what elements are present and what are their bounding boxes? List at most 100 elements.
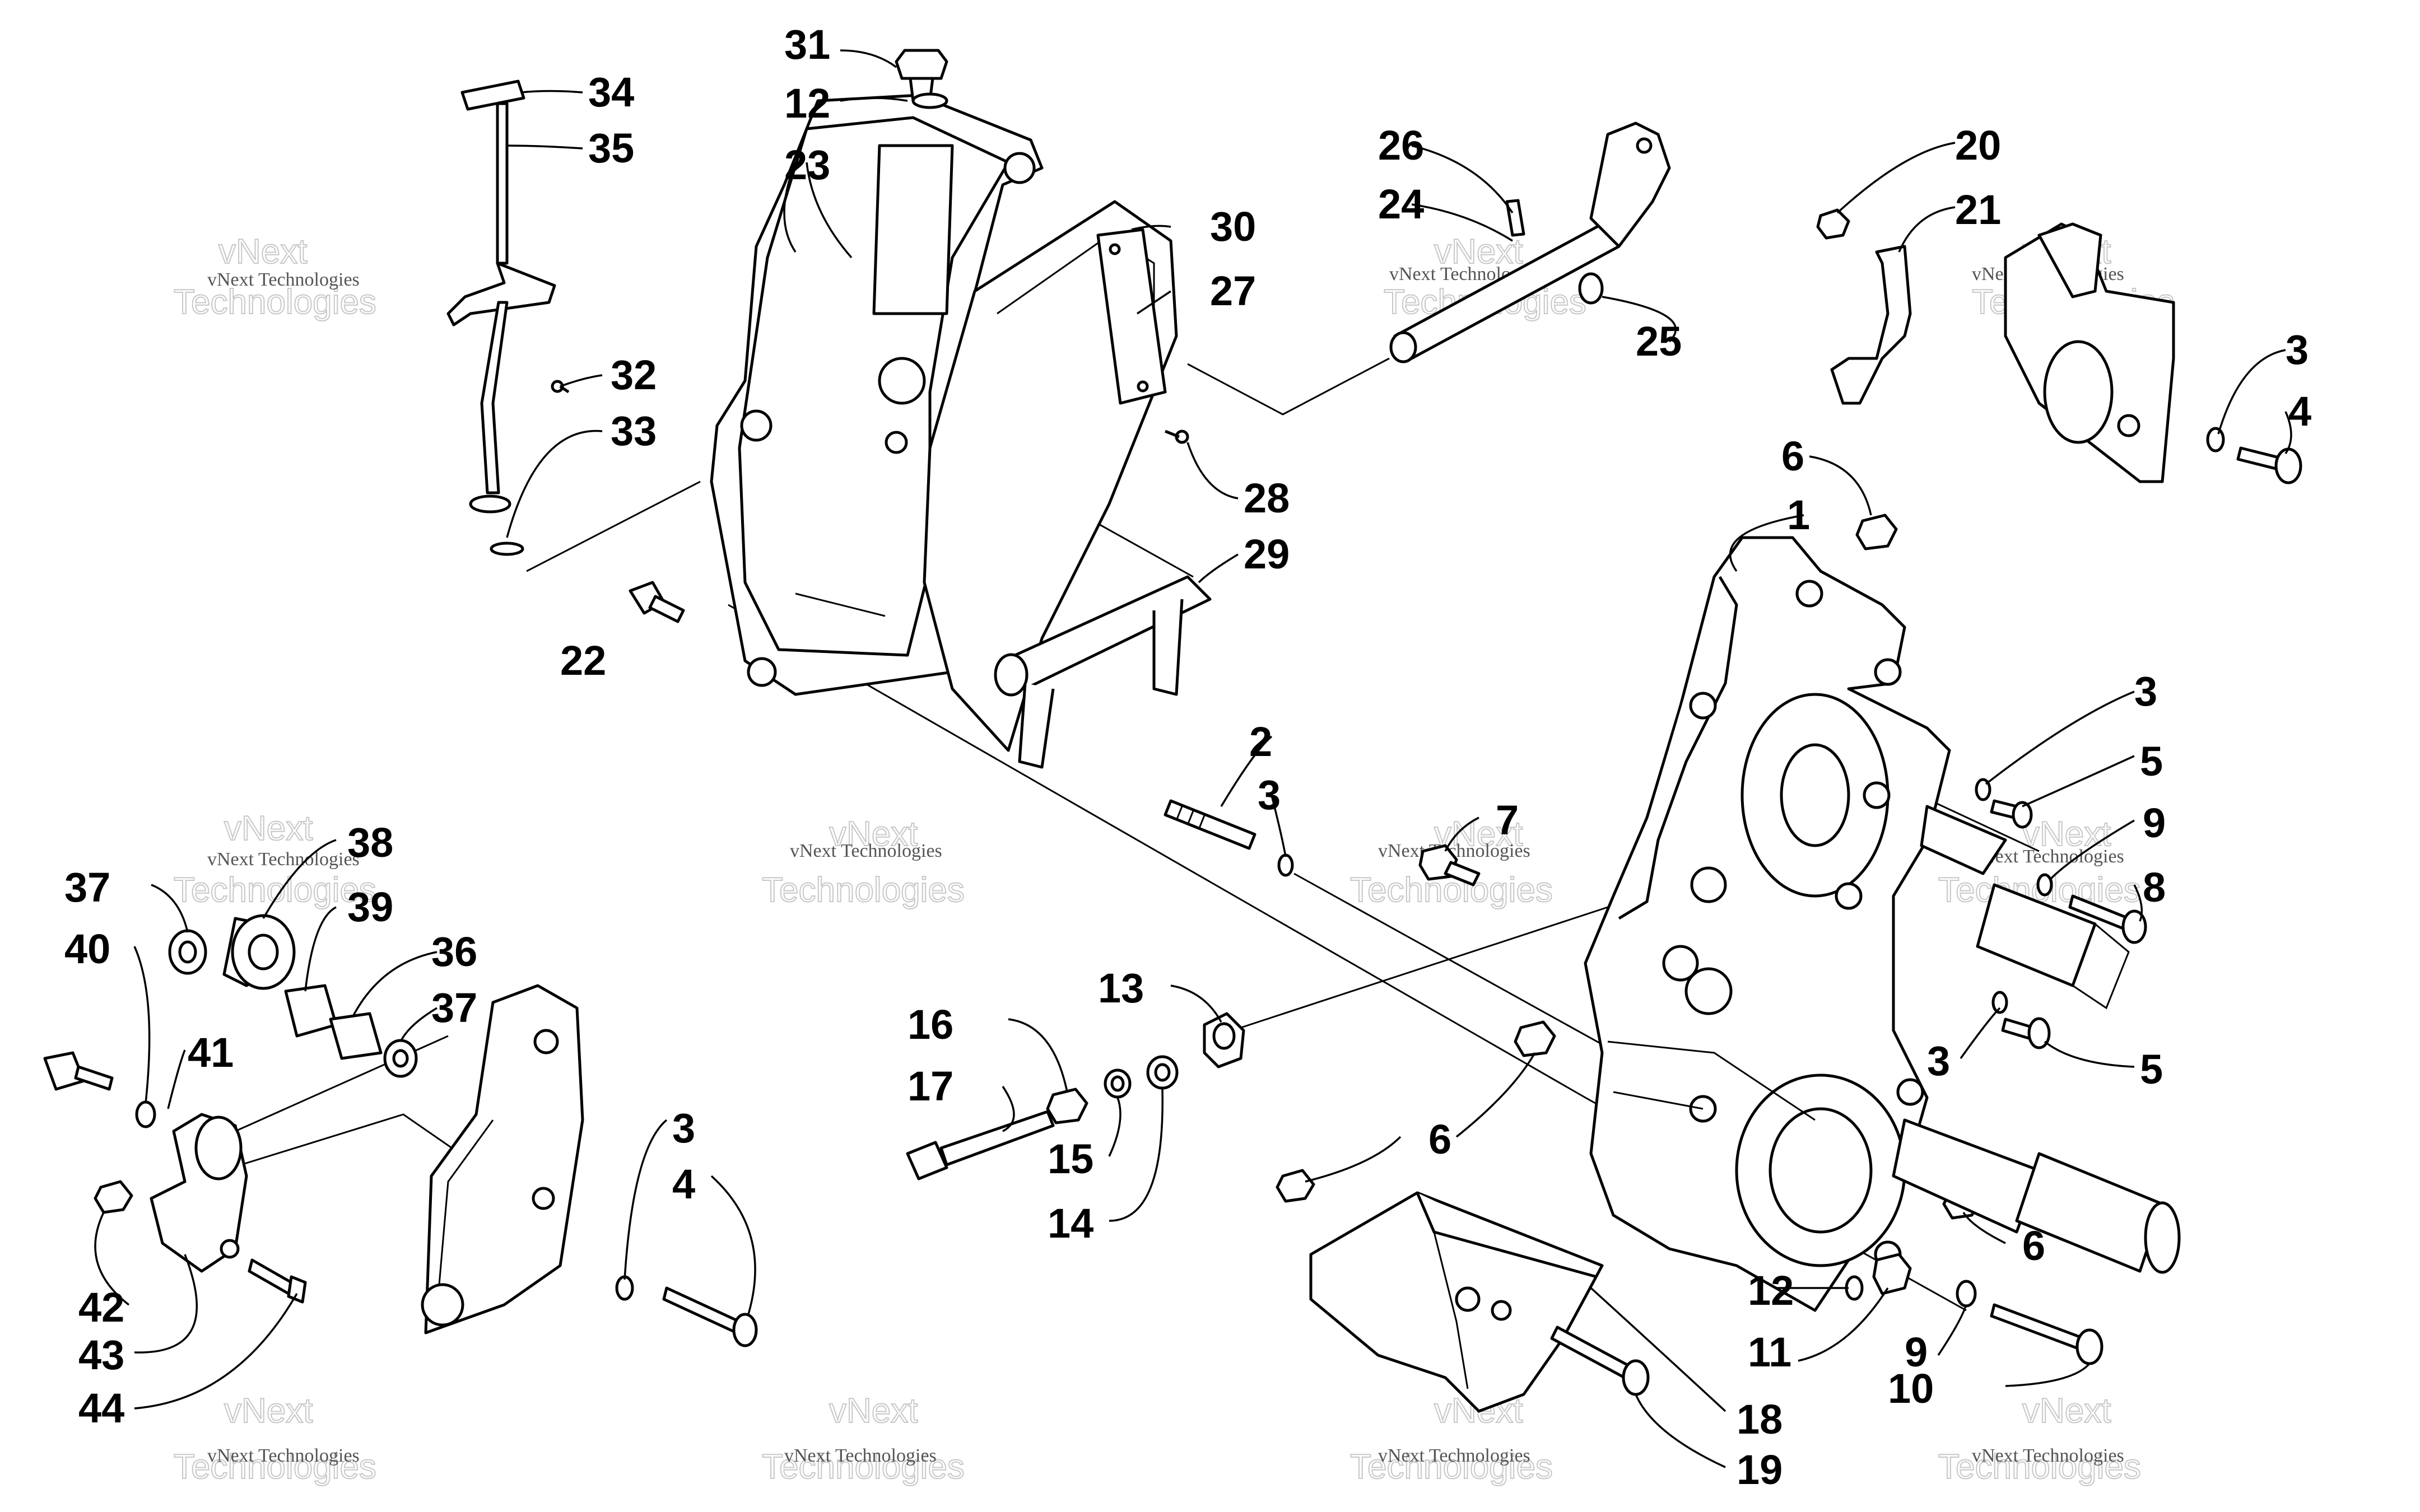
- fill-plug: [895, 49, 948, 102]
- drain-plug: [1203, 1012, 1245, 1068]
- callout-2: 2: [1249, 718, 1272, 765]
- callout-25: 25: [1636, 318, 1682, 365]
- bolt-upper-right: [1990, 799, 2033, 829]
- callout-42: 42: [78, 1284, 124, 1331]
- output-shaft-upper: [1920, 805, 2130, 1010]
- watermark-company: vNext Technologies: [790, 841, 942, 861]
- callout-37-inner: 37: [431, 984, 477, 1031]
- callout-44: 44: [78, 1385, 124, 1431]
- callout-36: 36: [431, 928, 477, 975]
- callout-3-stud-washer: 3: [1258, 772, 1281, 818]
- callout-12-fill: 12: [784, 80, 830, 127]
- watermark-9: vNext Technologies vNext Technologies: [173, 1391, 377, 1487]
- watermark-1: vNext Technologies vNext Technologies: [173, 232, 377, 322]
- callout-28: 28: [1244, 475, 1290, 521]
- assembly-line-drain-plug: [1232, 906, 1608, 1032]
- callout-5-middle: 5: [2140, 1046, 2163, 1093]
- callout-1: 1: [1787, 492, 1810, 538]
- nut-center: [1514, 1020, 1556, 1057]
- watermark-brand-bottom: Technologies: [174, 283, 376, 321]
- watermark-11: vNext Technologies vNext Technologies: [1349, 1391, 1553, 1487]
- watermark-company: vNext Technologies: [1378, 1445, 1530, 1466]
- watermark-company: vNext Technologies: [207, 269, 360, 290]
- watermark-brand-bottom: Technologies: [762, 1448, 965, 1486]
- gasket-plate: [1096, 228, 1167, 405]
- flat-washer: [1104, 1068, 1132, 1099]
- watermark-brand-top: vNext: [224, 1392, 313, 1430]
- washer-top-right: [2206, 427, 2225, 452]
- output-shaft-lower: [1892, 1118, 2181, 1274]
- case-bolt: [1418, 844, 1481, 886]
- washer-bottom: [1956, 1280, 1977, 1308]
- callout-29: 29: [1244, 531, 1290, 577]
- callout-15: 15: [1048, 1136, 1093, 1182]
- callout-33: 33: [611, 408, 657, 454]
- callout-24: 24: [1378, 181, 1424, 227]
- bolt-bottom-right: [1990, 1303, 2103, 1365]
- skid-bolt: [1550, 1326, 1650, 1396]
- callout-30: 30: [1210, 203, 1256, 250]
- callout-21: 21: [1955, 186, 2001, 233]
- watermark-brand-bottom: Technologies: [1350, 1448, 1553, 1486]
- callout-38: 38: [347, 819, 393, 866]
- washer-left-outer: [168, 929, 207, 975]
- skid-block: [1309, 1191, 1604, 1413]
- callout-9-upper: 9: [2143, 800, 2166, 846]
- callout-11: 11: [1748, 1329, 1791, 1375]
- callout-8: 8: [2143, 864, 2166, 911]
- watermark-company: vNext Technologies: [784, 1445, 937, 1466]
- sealing-washer: [1146, 1055, 1179, 1090]
- tensioner-nut: [94, 1180, 133, 1214]
- bolt-middle-right: [2001, 1017, 2051, 1049]
- callout-6-lower-right: 6: [2022, 1222, 2045, 1269]
- callout-14: 14: [1048, 1200, 1093, 1247]
- drain-plug-o-ring: [1845, 1275, 1864, 1301]
- watermark-brand-top: vNext: [829, 815, 918, 853]
- callout-labels: 1 2 3 3 3 3 3 4 4 5 5 6 6 6 7 8 9 9 10 1…: [64, 21, 2311, 1493]
- watermark-5: vNext Technologies vNext Technologies: [173, 809, 377, 910]
- callout-41: 41: [188, 1029, 234, 1076]
- washer-case-middle: [1991, 991, 2008, 1014]
- shift-fork: [994, 575, 1212, 769]
- watermark-brand-bottom: Technologies: [1938, 1448, 2141, 1486]
- callout-27: 27: [1210, 268, 1256, 314]
- watermark-company: vNext Technologies: [207, 849, 360, 870]
- callout-43: 43: [78, 1332, 124, 1378]
- bracket-nut: [1816, 208, 1850, 240]
- callout-6-center: 6: [1428, 1116, 1451, 1163]
- callout-4-lower-cover: 4: [672, 1161, 695, 1207]
- callout-26: 26: [1378, 122, 1424, 169]
- callout-3-case-middle: 3: [1927, 1038, 1950, 1084]
- callout-7: 7: [1496, 797, 1519, 843]
- callout-12-lower: 12: [1748, 1267, 1794, 1314]
- tensioner-washer: [135, 1100, 156, 1128]
- callout-35: 35: [588, 125, 634, 171]
- callout-6-upper: 6: [1781, 433, 1804, 479]
- assembly-line-tensioner: [240, 1113, 477, 1166]
- callout-3-case-upper: 3: [2134, 668, 2157, 715]
- bearing-spacer: [329, 1012, 383, 1060]
- callout-32: 32: [611, 352, 657, 398]
- plate-screw: [1165, 430, 1189, 444]
- callout-40: 40: [64, 926, 110, 972]
- adjuster-nut: [1046, 1088, 1088, 1124]
- adjuster-bolt: [906, 1110, 1055, 1180]
- nut-upper: [1855, 514, 1898, 550]
- callout-31: 31: [784, 21, 830, 68]
- watermark-6: vNext Technologies vNext Technologies: [761, 814, 965, 910]
- callout-17: 17: [908, 1063, 953, 1109]
- callout-37-outer: 37: [64, 864, 110, 911]
- watermark-brand-bottom: Technologies: [762, 871, 965, 909]
- bearing-sleeve: [284, 984, 338, 1038]
- tensioner-arm: [150, 1113, 248, 1273]
- watermark-brand-bottom: Technologies: [174, 871, 376, 909]
- bolt-top-right: [2236, 446, 2302, 484]
- callout-16: 16: [908, 1001, 953, 1048]
- tensioner-arm-bolt: [248, 1258, 307, 1304]
- watermark-brand-top: vNext: [2022, 1392, 2111, 1430]
- fill-plug-o-ring: [911, 92, 948, 109]
- watermark-brand-top: vNext: [829, 1392, 918, 1430]
- leader-lines: [94, 49, 2292, 1468]
- callout-23: 23: [784, 142, 830, 188]
